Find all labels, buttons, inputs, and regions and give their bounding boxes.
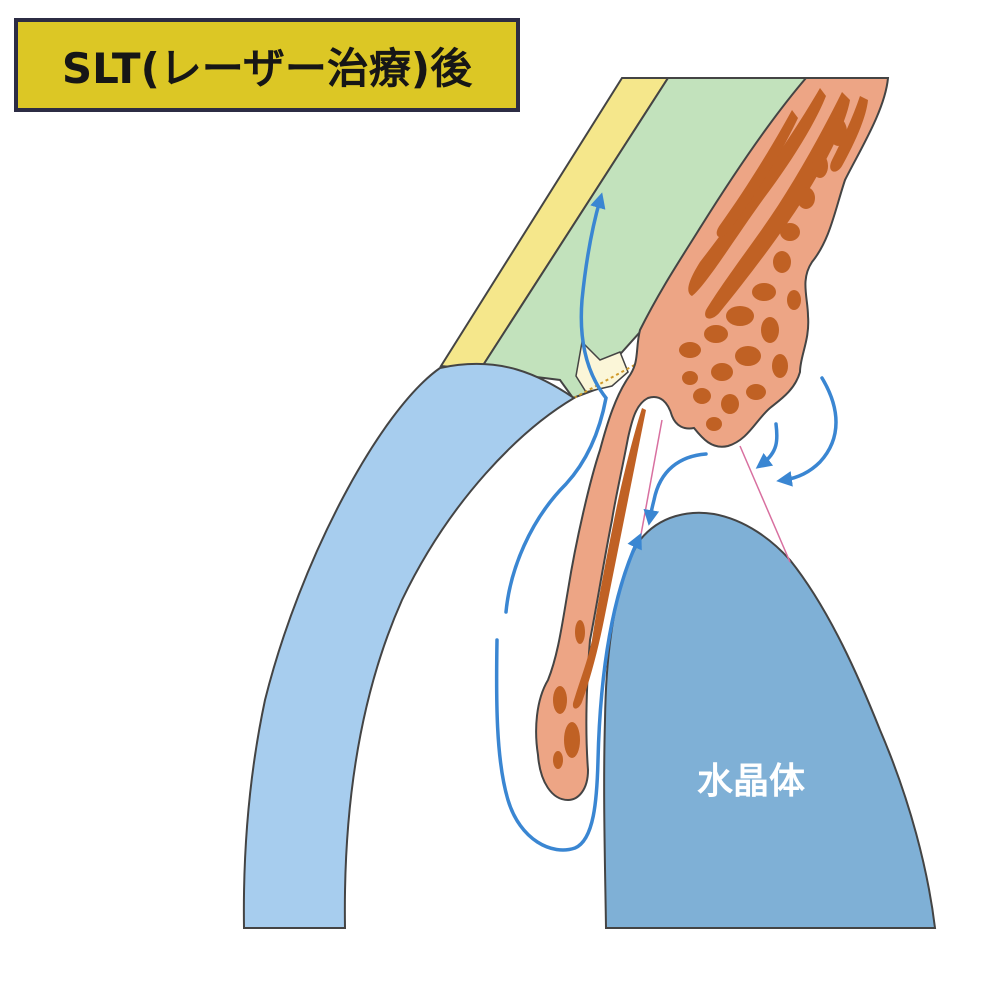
trabecular-meshwork	[575, 340, 629, 393]
upward-flow-arrow-icon	[504, 192, 608, 614]
iris-pigment	[553, 408, 646, 769]
ciliary-body	[535, 77, 890, 802]
cornea	[242, 362, 576, 929]
schwalbe-line	[573, 361, 641, 399]
upward-flow-arrow-icon	[494, 532, 642, 852]
ciliary-muscle-pigment	[679, 88, 868, 431]
aqueous-flow-arrows	[494, 192, 838, 852]
downward-flow-arrow-icon	[643, 452, 708, 526]
lens-label: 水晶体	[697, 761, 805, 802]
downward-flow-arrow-icon	[776, 376, 838, 487]
lens	[603, 511, 937, 929]
sclera-layer	[478, 77, 808, 400]
title-box: SLT(レーザー治療)後	[14, 18, 520, 112]
diagram-title: SLT(レーザー治療)後	[61, 43, 473, 93]
downward-flow-arrow-icon	[755, 422, 779, 469]
